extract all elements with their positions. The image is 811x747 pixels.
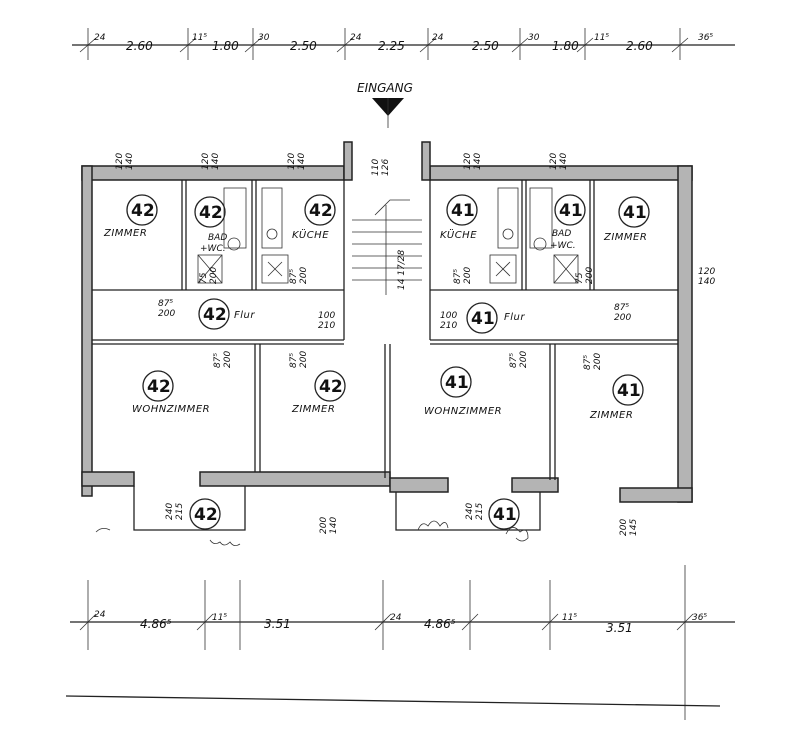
- window-label-zimmer-42: 120140: [115, 153, 135, 170]
- apt-num-41-zimmer: 41: [623, 203, 647, 223]
- room-label-zimmer2-41: ZIMMER: [589, 410, 633, 421]
- top-dim-8: 24: [432, 33, 444, 43]
- door-label-zimmer2-41: 87⁵200: [583, 353, 603, 370]
- entrance-label: EINGANG: [357, 81, 413, 95]
- room-label-wc-41: +WC.: [550, 241, 576, 251]
- bottom-dim-8: 36⁵: [692, 613, 707, 623]
- room-label-flur-42: Flur: [234, 310, 255, 321]
- apt-num-42-zimmer2: 42: [319, 377, 343, 397]
- apt-num-41-bad: 41: [559, 201, 583, 221]
- window-label-zimmer2-41: 200145: [619, 519, 639, 536]
- room-label-flur-41: Flur: [504, 312, 525, 323]
- outer-walls: [81, 141, 693, 503]
- apt-num-42-flur: 42: [203, 305, 227, 325]
- room-label-zimmer-41: ZIMMER: [603, 232, 647, 243]
- top-dim-6: 24: [350, 33, 362, 43]
- door-label-kueche-41: 87⁵200: [453, 267, 473, 284]
- bottom-dim-5: 4.86⁵: [424, 617, 456, 631]
- apt-num-41-kueche: 41: [451, 201, 475, 221]
- door-label-wohn-41: 87⁵200: [509, 351, 529, 368]
- balcony-door-label-42: 240215: [165, 503, 185, 520]
- plant-icon: [95, 520, 529, 546]
- apt-num-42-wohnzimmer: 42: [147, 377, 171, 397]
- apt-num-41-zimmer2: 41: [617, 381, 641, 401]
- apt-num-42-balkon: 42: [194, 505, 218, 525]
- balcony-door-label-41: 240215: [465, 503, 485, 520]
- bottom-dim-3: 3.51: [264, 617, 291, 631]
- room-label-zimmer2-42: ZIMMER: [291, 404, 335, 415]
- room-label-wohnzimmer-42: WOHNZIMMER: [132, 404, 210, 415]
- interior-walls: [92, 180, 678, 531]
- window-label-bad-41: 120140: [549, 153, 569, 170]
- room-label-kueche-41: KÜCHE: [440, 228, 477, 241]
- top-dim-9: 2.50: [472, 39, 499, 53]
- bottom-dim-1: 4.86⁵: [140, 617, 172, 631]
- top-dim-1: 2.60: [126, 39, 153, 53]
- apt-num-41-flur: 41: [471, 309, 495, 329]
- window-label-kueche-42: 120140: [287, 153, 307, 170]
- room-label-zimmer-42: ZIMMER: [103, 228, 147, 239]
- bottom-dimension-line: [65, 565, 735, 720]
- door-label-kueche-42: 87⁵200: [289, 267, 309, 284]
- room-label-kueche-42: KÜCHE: [292, 228, 329, 241]
- bottom-dim-7: 3.51: [606, 621, 633, 635]
- bottom-dim-2: 11⁵: [212, 613, 227, 623]
- window-label-stair: 110126: [371, 159, 391, 176]
- top-dim-10: 30: [528, 33, 540, 43]
- staircase: [352, 199, 422, 295]
- top-dim-12: 11⁵: [594, 33, 609, 43]
- top-dimension-line: [72, 28, 735, 60]
- top-dim-4: 30: [258, 33, 270, 43]
- room-label-wc-42: +WC.: [200, 244, 226, 254]
- bottom-dim-4: 24: [390, 613, 402, 623]
- window-label-wohn2-42: 200140: [319, 517, 339, 534]
- top-dim-13: 2.60: [626, 39, 653, 53]
- window-label-bad-42: 120140: [201, 153, 221, 170]
- apt-num-42-bad: 42: [199, 203, 223, 223]
- top-dim-0: 24: [94, 33, 106, 43]
- top-dim-14: 36⁵: [698, 33, 713, 43]
- door-label-wohn-42: 87⁵200: [213, 351, 233, 368]
- top-dim-2: 11⁵: [192, 33, 207, 43]
- apt-num-42-zimmer: 42: [131, 201, 155, 221]
- room-label-wohnzimmer-41: WOHNZIMMER: [424, 406, 502, 417]
- door-label-bad-42: 75200: [199, 267, 219, 284]
- bottom-dim-6: 11⁵: [562, 613, 577, 623]
- top-dim-7: 2.25: [378, 39, 405, 53]
- apartment-markers: [126, 194, 650, 530]
- apt-num-42-kueche: 42: [309, 201, 333, 221]
- apt-num-41-wohnzimmer: 41: [445, 373, 469, 393]
- room-label-bad-41: BAD: [552, 229, 571, 239]
- door-label-bad-41: 75200: [575, 267, 595, 284]
- door-label-zimmer2-42: 87⁵200: [289, 351, 309, 368]
- window-label-kueche-41: 120140: [463, 153, 483, 170]
- top-dim-5: 2.50: [290, 39, 317, 53]
- bottom-dim-0: 24: [94, 610, 106, 620]
- stair-steps-label: 14 17/28: [397, 249, 407, 290]
- top-dim-3: 1.80: [212, 39, 239, 53]
- top-dim-11: 1.80: [552, 39, 579, 53]
- apt-num-41-balkon: 41: [493, 505, 517, 525]
- room-label-bad-42: BAD: [208, 233, 227, 243]
